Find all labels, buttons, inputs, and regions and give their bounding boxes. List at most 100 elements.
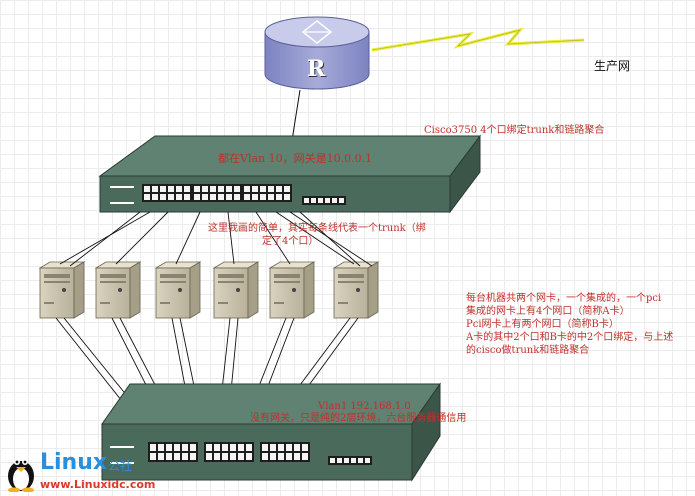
trunk-cable <box>69 211 141 267</box>
switch-port <box>276 194 282 200</box>
switch-port <box>270 453 276 460</box>
switch-port <box>174 444 180 451</box>
switch-port <box>260 194 266 200</box>
switch-port <box>182 444 188 451</box>
top-switch-title: Cisco3750 4个口绑定trunk和链路聚合 <box>424 125 605 136</box>
server-note-line-3: Pci网卡上有两个网口（简称B卡） <box>466 319 619 330</box>
watermark-brand: Linux <box>40 450 108 475</box>
switch-port <box>318 198 323 203</box>
port-block <box>142 184 192 202</box>
switch-port <box>302 453 308 460</box>
switch-port <box>202 194 208 200</box>
watermark-url: www.Linuxidc.com <box>40 478 156 491</box>
switch-port <box>246 453 252 460</box>
switch-port <box>270 444 276 451</box>
trunk-cable <box>299 211 361 267</box>
switch-port <box>222 453 228 460</box>
switch-port <box>358 458 363 463</box>
router-icon <box>264 16 370 90</box>
switch-port <box>166 453 172 460</box>
switch-port <box>158 444 164 451</box>
switch-port <box>226 186 232 192</box>
production-network-label: 生产网 <box>594 59 631 73</box>
switch-port <box>190 453 196 460</box>
switch-port <box>210 194 216 200</box>
switch-port <box>194 194 200 200</box>
trunk-cable <box>115 211 169 265</box>
switch-port <box>168 186 174 192</box>
switch-port <box>176 186 182 192</box>
trunk-note-line-2: 定了4个口） <box>262 236 319 247</box>
switch-port <box>222 444 228 451</box>
switch-port <box>252 194 258 200</box>
switch-port <box>206 444 212 451</box>
server-icon <box>332 261 380 319</box>
wan-link-bolt <box>371 27 585 52</box>
port-block <box>148 442 198 462</box>
switch-port <box>244 186 250 192</box>
switch-port <box>214 453 220 460</box>
port-block <box>260 442 310 462</box>
server-icon <box>38 261 86 319</box>
trunk-cable <box>59 211 151 265</box>
switch-port <box>268 186 274 192</box>
switch-port <box>234 186 240 192</box>
switch-port <box>194 186 200 192</box>
switch-port <box>230 444 236 451</box>
switch-port <box>214 444 220 451</box>
trunk-cable <box>275 211 355 265</box>
port-block <box>204 442 254 462</box>
switch-port <box>144 194 150 200</box>
switch-port <box>150 453 156 460</box>
switch-port <box>302 444 308 451</box>
switch-port <box>174 453 180 460</box>
bottom-switch-ports <box>148 442 372 465</box>
trunk-cable <box>227 211 235 265</box>
trunk-note-line-1: 这里我画的简单，其实每条线代表一个trunk（绑 <box>208 223 426 234</box>
router-letter: R <box>307 56 326 82</box>
switch-port <box>268 194 274 200</box>
server-icon <box>212 261 260 319</box>
switch-port <box>218 194 224 200</box>
tux-penguin-icon <box>8 459 34 492</box>
trunk-cable <box>175 211 201 265</box>
switch-port <box>190 444 196 451</box>
port-block <box>192 184 242 202</box>
switch-port <box>311 198 316 203</box>
switch-port <box>284 194 290 200</box>
switch-port <box>144 186 150 192</box>
bottom-switch-vlan-label: Vlan1 192.168.1.0 <box>318 401 411 412</box>
switch-port <box>160 194 166 200</box>
switch-port <box>330 458 335 463</box>
switch-port <box>276 186 282 192</box>
switch-port <box>304 198 309 203</box>
server-icon <box>268 261 316 319</box>
trunk-cable <box>255 211 291 265</box>
watermark-suffix: 公社 <box>108 459 133 473</box>
switch-port <box>182 453 188 460</box>
switch-port <box>234 194 240 200</box>
switch-port <box>244 194 250 200</box>
switch-port <box>168 194 174 200</box>
switch-port <box>226 194 232 200</box>
switch-port <box>278 453 284 460</box>
switch-port <box>284 186 290 192</box>
switch-port <box>325 198 330 203</box>
switch-port <box>184 186 190 192</box>
trunk-cable <box>289 211 373 267</box>
switch-port <box>246 444 252 451</box>
server-note-line-1: 每台机器共两个网卡，一个集成的，一个pci <box>466 293 662 304</box>
switch-port <box>262 453 268 460</box>
switch-port <box>218 186 224 192</box>
switch-port <box>332 198 337 203</box>
server-note-line-4: A卡的其中2个口和B卡的中2个口绑定，与上述 <box>466 332 674 343</box>
switch-port <box>150 444 156 451</box>
switch-port <box>294 453 300 460</box>
server-group <box>38 261 380 319</box>
bottom-switch-note: 没有网关，只是纯的2层环境，六台服务器通信用 <box>250 413 467 424</box>
switch-port <box>166 444 172 451</box>
switch-port <box>202 186 208 192</box>
switch-port <box>252 186 258 192</box>
switch-port <box>184 194 190 200</box>
